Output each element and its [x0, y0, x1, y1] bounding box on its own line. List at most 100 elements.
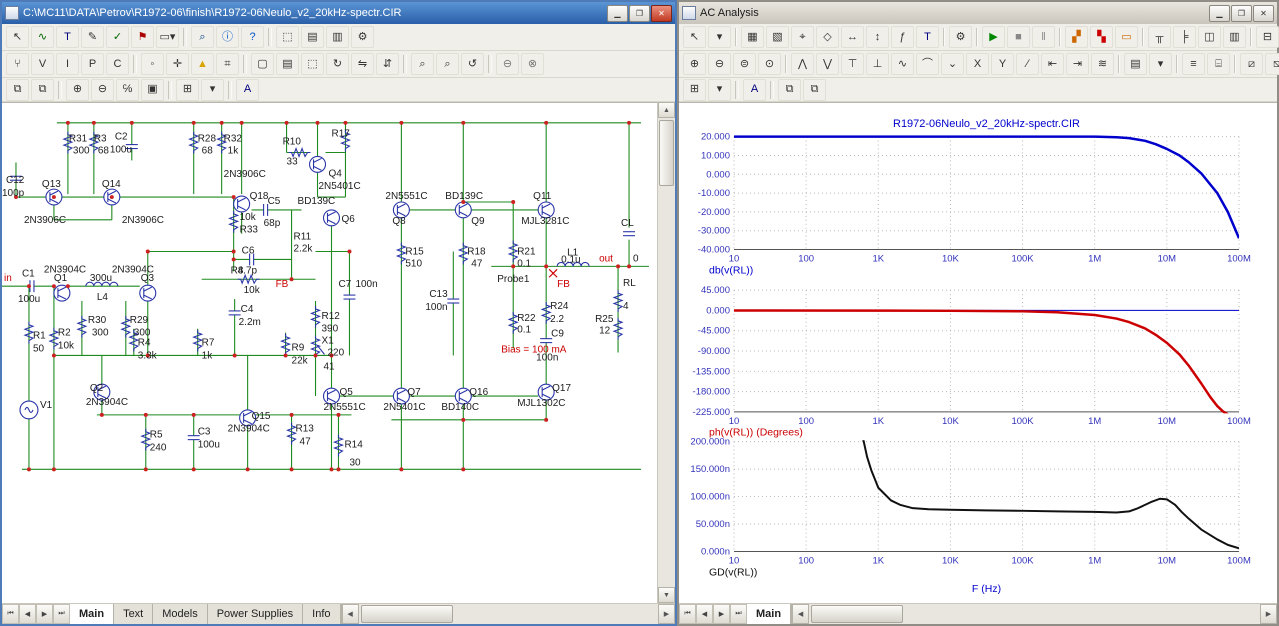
data-points-button[interactable]: ▞: [1065, 26, 1088, 48]
component-label[interactable]: 0.1: [517, 258, 531, 269]
component-label[interactable]: in: [4, 273, 12, 284]
schematic-titlebar[interactable]: C:\MC11\DATA\Petrov\R1972-06\finish\R197…: [2, 2, 675, 24]
close-button[interactable]: ✕: [651, 5, 672, 22]
point-tag-button[interactable]: ◇: [816, 26, 839, 48]
rotate-button[interactable]: ↻: [326, 53, 349, 75]
horizontal-scrollbar[interactable]: ◀ ▶: [341, 604, 675, 624]
normalize-button[interactable]: ▤: [1124, 53, 1147, 75]
minimize-button[interactable]: ▁: [1209, 5, 1230, 22]
zoom-in-button[interactable]: ⊕: [683, 53, 706, 75]
last-tab-button[interactable]: ⏭: [730, 604, 747, 624]
cursor-dropdown-button[interactable]: ▾: [1149, 53, 1172, 75]
help-mode-button[interactable]: ?: [241, 26, 264, 48]
ruler-button[interactable]: ▭: [1115, 26, 1138, 48]
component-label[interactable]: BD140C: [441, 402, 479, 413]
tag-left-button[interactable]: ⇤: [1041, 53, 1064, 75]
component-label[interactable]: FB: [557, 279, 570, 290]
align-cursors-button[interactable]: ≡: [1182, 53, 1205, 75]
stop-button[interactable]: ■: [1007, 26, 1030, 48]
component-label[interactable]: Q13: [42, 179, 61, 190]
wire-mode-button[interactable]: ∿: [31, 26, 54, 48]
component-label[interactable]: Q14: [102, 179, 121, 190]
close-button[interactable]: ✕: [1253, 5, 1274, 22]
component-label[interactable]: Bias = 100 mA: [501, 345, 567, 356]
component-label[interactable]: R29: [130, 315, 149, 326]
text-mode-button[interactable]: T: [56, 26, 79, 48]
horizontal-scroll-thumb[interactable]: [811, 605, 903, 623]
grid-snap-button[interactable]: ⊞: [176, 79, 199, 101]
sheet-button[interactable]: ▤: [301, 26, 324, 48]
check-mode-button[interactable]: ✓: [106, 26, 129, 48]
info-mode-button[interactable]: ⓘ: [216, 26, 239, 48]
split-horizontal-button[interactable]: ⊟: [1256, 26, 1279, 48]
component-label[interactable]: R1: [33, 331, 46, 342]
minimize-button[interactable]: ▁: [607, 5, 628, 22]
component-label[interactable]: MJL3281C: [521, 216, 569, 227]
horizontal-scroll-track[interactable]: [809, 604, 1260, 624]
valley-button[interactable]: ⋁: [816, 53, 839, 75]
scroll-left-button[interactable]: ◀: [342, 604, 359, 624]
node-voltages-button[interactable]: V: [31, 53, 54, 75]
horizontal-scroll-track[interactable]: [359, 604, 658, 624]
component-label[interactable]: X1: [322, 336, 335, 347]
tab-text[interactable]: Text: [114, 604, 153, 624]
component-label[interactable]: R28: [198, 134, 217, 145]
component-label[interactable]: 2N3904C: [86, 397, 128, 408]
component-label[interactable]: 100u: [198, 440, 220, 451]
zoom-out-button[interactable]: ⊖: [708, 53, 731, 75]
component-label[interactable]: FB: [276, 279, 289, 290]
component-label[interactable]: R15: [405, 247, 424, 258]
repeat-button[interactable]: ↺: [461, 53, 484, 75]
find-next-button[interactable]: ⌕: [436, 53, 459, 75]
component-label[interactable]: 100n: [425, 302, 447, 313]
tab-info[interactable]: Info: [303, 604, 340, 624]
component-label[interactable]: MJL1302C: [517, 398, 565, 409]
select-tool-button[interactable]: ↖: [683, 26, 706, 48]
component-label[interactable]: 2N3906C: [24, 215, 66, 226]
zoom-window-button[interactable]: ⧄: [1240, 53, 1263, 75]
scroll-up-button[interactable]: ▲: [658, 102, 675, 118]
component-label[interactable]: R17: [331, 129, 350, 140]
performance-tag-button[interactable]: ƒ: [891, 26, 914, 48]
restore-scale-button[interactable]: ⊙: [758, 53, 781, 75]
component-label[interactable]: 3.3k: [138, 350, 157, 361]
zoom-percent-button[interactable]: ℅: [116, 79, 139, 101]
plot-canvas[interactable]: R1972-06Neulo_v2_20kHz-spectr.CIR101001K…: [679, 102, 1277, 603]
component-label[interactable]: 100n: [355, 279, 377, 290]
component-label[interactable]: 68: [202, 146, 214, 157]
inflection-button[interactable]: ∿: [891, 53, 914, 75]
maximize-button[interactable]: ❐: [1231, 5, 1252, 22]
component-label[interactable]: R11: [294, 232, 312, 243]
component-label[interactable]: 2N5401C: [383, 402, 425, 413]
grid-display-button[interactable]: ⌗: [216, 53, 239, 75]
component-label[interactable]: R24: [550, 301, 569, 312]
graph-dropdown-button[interactable]: ▾: [708, 26, 731, 48]
component-label[interactable]: 2N3904C: [228, 424, 270, 435]
stop-button[interactable]: ⊗: [521, 53, 544, 75]
pin-connections-button[interactable]: ◦: [141, 53, 164, 75]
page-list-button[interactable]: ▤: [276, 53, 299, 75]
component-label[interactable]: R21: [517, 247, 536, 258]
component-label[interactable]: Q7: [407, 387, 421, 398]
first-tab-button[interactable]: ⏮: [2, 604, 19, 624]
component-label[interactable]: 0: [633, 253, 639, 264]
component-label[interactable]: 510: [405, 258, 422, 269]
component-label[interactable]: 100p: [2, 188, 25, 199]
component-label[interactable]: Q3: [141, 273, 155, 284]
pause-button[interactable]: ‖: [1032, 26, 1055, 48]
component-label[interactable]: Q15: [252, 411, 271, 422]
component-label[interactable]: C6: [242, 246, 255, 257]
component-label[interactable]: R18: [467, 247, 486, 258]
component-label[interactable]: R3: [94, 134, 107, 145]
cursor-mode-button[interactable]: ⌖: [791, 26, 814, 48]
grid-dropdown-button[interactable]: ▾: [201, 79, 224, 101]
horizontal-tag-button[interactable]: ↔: [841, 26, 864, 48]
ac-analysis-titlebar[interactable]: AC Analysis ▁❐✕: [679, 2, 1277, 24]
component-label[interactable]: 12: [599, 326, 611, 337]
component-label[interactable]: R2: [58, 328, 71, 339]
schematic-canvas[interactable]: R31300R368C2100uR2868R321kR17R1033Q42N54…: [2, 102, 657, 603]
next-tab-button[interactable]: ▶: [36, 604, 53, 624]
component-label[interactable]: C13: [429, 289, 448, 300]
component-label[interactable]: Q5: [339, 387, 353, 398]
component-label[interactable]: R14: [344, 440, 363, 451]
